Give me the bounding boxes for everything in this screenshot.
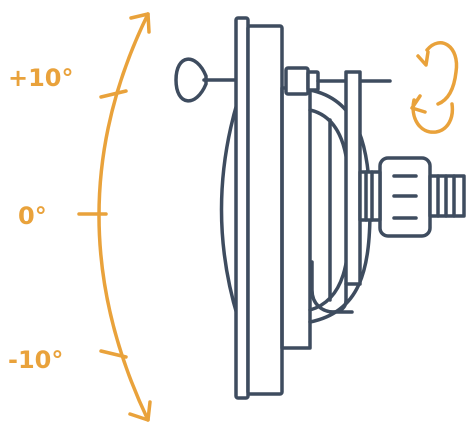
tick-minus-10 [99, 349, 128, 359]
label-minus-10-degrees: -10° [8, 346, 63, 374]
right-bracket [344, 70, 362, 286]
tick-plus-10 [99, 89, 128, 99]
rotation-arrows-icon [410, 41, 459, 134]
frame-plate [246, 24, 284, 396]
curved-plate [219, 98, 240, 320]
tilt-arc-arrow-icon [77, 12, 152, 422]
thumb-screw-icon [174, 57, 208, 103]
mount-plate [280, 86, 312, 350]
label-plus-10-degrees: +10° [8, 64, 74, 92]
main-plate [234, 16, 250, 400]
focus-mechanism [174, 16, 466, 400]
label-zero-degrees: 0° [18, 202, 47, 230]
screw-block [284, 66, 310, 96]
